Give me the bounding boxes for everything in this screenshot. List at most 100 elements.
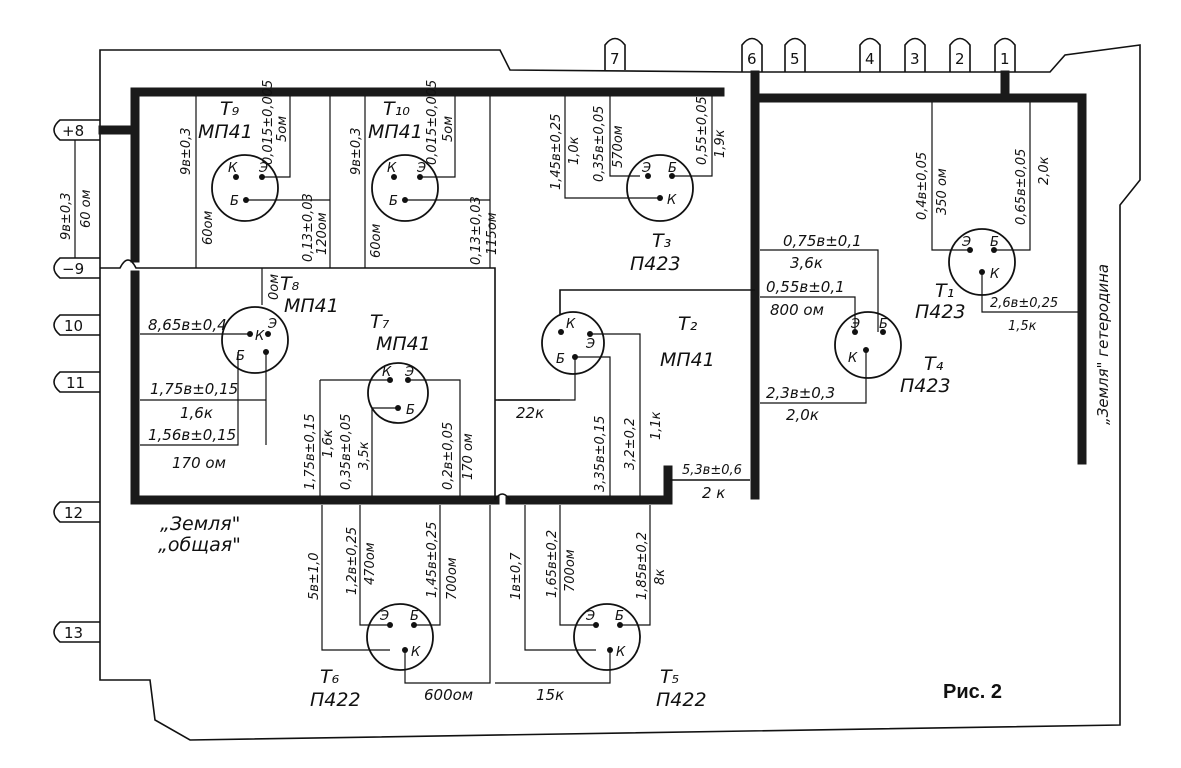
t9-meas-b: 0,015±0,005 xyxy=(261,80,276,165)
pin-11-label: 11 xyxy=(66,374,85,392)
transistor-t4: Э Б К xyxy=(834,311,902,379)
t8-name: T₈ xyxy=(280,273,300,295)
ground-common-line2: „общая" xyxy=(158,534,241,556)
t1-meas-a: 0,4в±0,05 xyxy=(915,152,930,220)
t5-name: T₅ xyxy=(660,666,679,688)
svg-text:К: К xyxy=(411,645,421,660)
svg-text:Э: Э xyxy=(258,161,268,176)
t6-leads xyxy=(321,505,491,684)
t7-meas-a: 1,75в±0,15 xyxy=(303,414,318,490)
svg-text:К: К xyxy=(616,645,626,660)
t8-meas-d: 1,6к xyxy=(180,404,213,422)
left-pin-tabs xyxy=(53,119,100,643)
t1-type: П423 xyxy=(915,301,966,323)
t10-meas-d: 60ом xyxy=(369,224,384,258)
t9-meas-d: 60ом xyxy=(201,211,216,245)
t7-meas-b: 1,6к xyxy=(321,429,336,458)
t10-meas-f: 115ом xyxy=(485,212,500,255)
pin-6-label: 6 xyxy=(747,50,757,68)
pin-2-label: 2 xyxy=(955,50,965,68)
svg-text:Б: Б xyxy=(389,194,398,209)
t10-meas-a: 9в±0,3 xyxy=(349,128,364,176)
t7-name: T₇ xyxy=(370,311,390,333)
t10-meas-c: 5ом xyxy=(441,116,456,142)
t7-meas-d: 3,5к xyxy=(357,441,372,470)
svg-text:Э: Э xyxy=(267,317,277,332)
t1-meas-d: 2,0к xyxy=(1037,156,1052,185)
t1-leads xyxy=(931,102,1078,313)
svg-text:Э: Э xyxy=(404,365,414,380)
transistor-t2: К Э Б xyxy=(541,311,605,375)
t3-type: П423 xyxy=(630,253,681,275)
t6-type: П422 xyxy=(310,689,361,711)
transistor-t8: К Э Б xyxy=(221,306,289,374)
svg-text:Б: Б xyxy=(615,609,624,624)
t2-name: T₂ xyxy=(678,313,698,335)
svg-text:Б: Б xyxy=(406,403,415,418)
t2-meas-d: 1,1к xyxy=(649,411,664,440)
svg-text:К: К xyxy=(667,193,677,208)
t7-type: МП41 xyxy=(376,333,431,355)
common-ground-bus xyxy=(98,70,760,505)
t5-meas-f: 15к xyxy=(536,686,564,704)
t2-type: МП41 xyxy=(660,349,715,371)
t6-meas-d: 1,45в±0,25 xyxy=(425,522,440,598)
board-outline xyxy=(99,44,1141,741)
svg-text:К: К xyxy=(566,317,576,332)
transistor-t5: Э Б К xyxy=(573,603,641,671)
ground-crossover xyxy=(494,493,511,501)
t8-meas-a: 0ом xyxy=(267,274,282,300)
t2-meas-b: 3,35в±0,15 xyxy=(593,416,608,492)
t4-meas-c: 0,55в±0,1 xyxy=(766,278,845,296)
t7-meas-e: 0,2в±0,05 xyxy=(441,422,456,490)
t8-leads xyxy=(140,268,267,446)
t2-meas-f: 2 к xyxy=(702,484,725,502)
pin-10-label: 10 xyxy=(64,317,83,335)
top-pin-tabs xyxy=(604,37,1016,72)
supply-voltage: 9в±0,3 xyxy=(59,193,74,241)
transistor-t3: Э Б К xyxy=(626,154,694,222)
t7-meas-f: 170 ом xyxy=(461,433,476,480)
svg-text:Э: Э xyxy=(961,235,971,250)
figure-label: Рис. 2 xyxy=(943,681,1002,703)
svg-text:Б: Б xyxy=(556,352,565,367)
t8-meas-e: 1,56в±0,15 xyxy=(148,426,236,444)
svg-text:К: К xyxy=(382,365,392,380)
t4-meas-a: 0,75в±0,1 xyxy=(783,232,862,250)
svg-text:Э: Э xyxy=(416,161,426,176)
t10-leads xyxy=(364,96,491,268)
pin-1-label: 1 xyxy=(1000,50,1010,68)
t1-meas-b: 350 ом xyxy=(935,168,950,215)
t1-meas-f: 1,5к xyxy=(1008,319,1037,334)
t7-meas-c: 0,35в±0,05 xyxy=(339,414,354,490)
t10-meas-b: 0,015±0,005 xyxy=(425,80,440,165)
t10-meas-e: 0,13±0,03 xyxy=(469,196,484,265)
t5-type: П422 xyxy=(656,689,707,711)
svg-text:Э: Э xyxy=(379,609,389,624)
svg-text:Э: Э xyxy=(641,161,651,176)
transistor-t7: К Э Б xyxy=(367,362,429,424)
t4-type: П423 xyxy=(900,375,951,397)
t2-meas-a: 22к xyxy=(516,404,544,422)
transistor-t6: Э Б К xyxy=(366,603,434,671)
svg-text:Б: Б xyxy=(410,609,419,624)
t5-meas-d: 1,85в±0,2 xyxy=(635,532,650,600)
svg-text:К: К xyxy=(848,351,858,366)
svg-text:Б: Б xyxy=(230,194,239,209)
svg-text:Э: Э xyxy=(585,337,595,352)
t4-meas-b: 3,6к xyxy=(790,254,823,272)
svg-text:Б: Б xyxy=(879,317,888,332)
t4-name: T₄ xyxy=(924,353,944,375)
t3-meas-a: 1,45в±0,25 xyxy=(549,114,564,190)
t6-meas-f: 600ом xyxy=(424,686,473,704)
t5-meas-a: 1в±0,7 xyxy=(509,552,524,600)
t6-meas-b: 1,2в±0,25 xyxy=(345,527,360,595)
t2-meas-c: 3,2±0,2 xyxy=(623,418,638,470)
svg-text:К: К xyxy=(255,329,265,344)
ground-common-line1: „Земля" xyxy=(160,513,240,535)
t3-meas-b: 1,0к xyxy=(567,136,582,165)
transistor-t9: К Э Б xyxy=(211,154,279,222)
t3-meas-c: 0,35в±0,05 xyxy=(592,106,607,182)
t5-meas-b: 1,65в±0,2 xyxy=(545,530,560,598)
